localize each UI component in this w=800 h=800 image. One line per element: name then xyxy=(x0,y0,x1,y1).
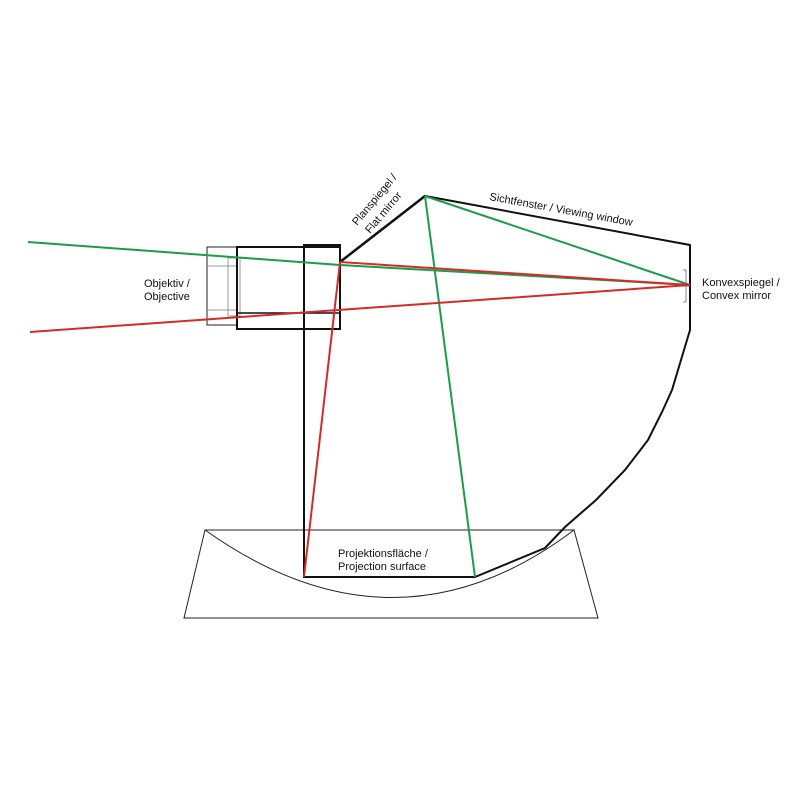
green-ray-incoming xyxy=(27,241,341,266)
green-ray-convex-to-top xyxy=(424,195,691,286)
objective-label-2: Objective xyxy=(144,291,190,303)
convex-mirror-label-2: Convex mirror xyxy=(702,290,771,302)
red-ray-incoming xyxy=(29,284,691,333)
projection-surface-label-1: Projektionsfläche / xyxy=(338,548,429,560)
red-ray-to-flat-mirror xyxy=(339,261,691,286)
convex-mirror-label-1: Konvexspiegel / xyxy=(702,277,781,289)
green-rays xyxy=(27,195,691,578)
objective-lens-element xyxy=(227,257,241,317)
flat-mirror xyxy=(339,195,426,263)
base-stand xyxy=(183,529,599,619)
viewing-window-label: Sichtfenster / Viewing window xyxy=(488,191,633,229)
housing-outline xyxy=(303,194,691,578)
green-ray-to-surface xyxy=(424,195,476,578)
red-ray-to-surface xyxy=(303,261,341,578)
objective-holder xyxy=(236,246,341,330)
red-rays xyxy=(29,261,691,578)
projection-surface-curve xyxy=(204,529,575,598)
objective-label-1: Objektiv / xyxy=(144,278,191,290)
objective-outer-tube xyxy=(206,246,238,326)
projection-surface-label-2: Projection surface xyxy=(338,561,426,573)
